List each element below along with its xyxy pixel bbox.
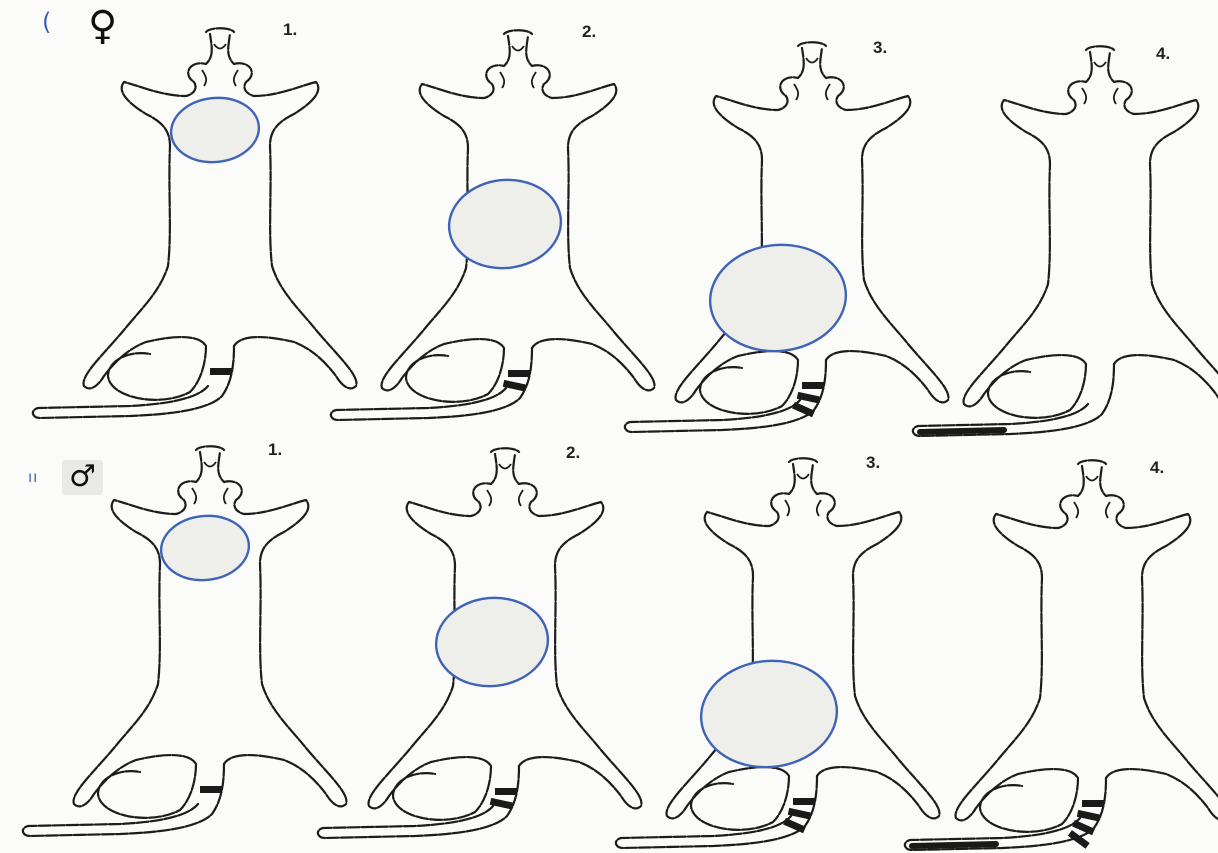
tail-band-mark bbox=[793, 798, 815, 805]
male-mouse-2 bbox=[318, 448, 642, 838]
tail-band-mark bbox=[210, 368, 232, 375]
mouse-tail bbox=[33, 346, 234, 418]
female-symbol: ♀ bbox=[88, 6, 117, 46]
male-symbol: ♂ bbox=[62, 460, 103, 495]
male-panel-1-label: 1. bbox=[268, 440, 282, 460]
female-panel-3-label: 3. bbox=[873, 38, 887, 58]
mouse-outline bbox=[964, 46, 1218, 406]
mouse-face-detail bbox=[1074, 476, 1110, 518]
female-mouse-1 bbox=[33, 28, 357, 418]
tumor-neck bbox=[158, 512, 252, 585]
male-panel-3-label: 3. bbox=[866, 453, 880, 473]
female-panel-4-label: 4. bbox=[1156, 44, 1170, 64]
tumor-abdomen bbox=[432, 592, 553, 691]
tail-band-mark bbox=[200, 786, 222, 793]
female-mouse-3 bbox=[625, 42, 949, 432]
tumor-neck bbox=[168, 94, 262, 167]
mouse-tail bbox=[616, 776, 817, 848]
tail-band-mark bbox=[797, 392, 820, 403]
mouse-outline bbox=[956, 460, 1218, 820]
mouse-face-detail bbox=[487, 464, 523, 506]
tumor-abdomen bbox=[445, 174, 566, 273]
tumor-lower bbox=[696, 654, 842, 774]
male-mouse-4 bbox=[905, 460, 1218, 850]
tail-band-mark bbox=[788, 808, 811, 819]
mouse-face-detail bbox=[1082, 62, 1118, 104]
tail-band-mark bbox=[1082, 800, 1104, 807]
mouse-tail bbox=[913, 364, 1114, 436]
margin-mark-top: ( bbox=[42, 8, 51, 36]
tail-dark-segment bbox=[912, 844, 996, 846]
mouse-face-detail bbox=[202, 44, 238, 86]
mouse-face-detail bbox=[785, 474, 821, 516]
mouse-face-detail bbox=[794, 58, 830, 100]
mouse-outline bbox=[84, 28, 357, 388]
mouse-tail bbox=[318, 766, 519, 838]
male-mouse-3 bbox=[616, 458, 940, 848]
mouse-outline bbox=[74, 446, 347, 806]
mouse-face-detail bbox=[192, 462, 228, 504]
tail-band-mark bbox=[792, 402, 815, 417]
female-panel-1-label: 1. bbox=[283, 20, 297, 40]
mouse-outline bbox=[667, 458, 940, 818]
female-panel-2-label: 2. bbox=[582, 22, 596, 42]
female-mouse-2 bbox=[331, 30, 655, 420]
mouse-tail bbox=[625, 360, 826, 432]
tail-band-mark bbox=[783, 818, 806, 833]
tumor-lower bbox=[705, 238, 851, 358]
mouse-face-detail bbox=[500, 46, 536, 88]
tail-band-mark bbox=[508, 370, 530, 377]
tail-band-mark bbox=[495, 788, 517, 795]
margin-mark-bottom: ıı bbox=[28, 468, 38, 486]
tail-band-mark bbox=[490, 798, 513, 809]
female-mouse-4 bbox=[913, 46, 1218, 436]
tail-band-mark bbox=[1077, 810, 1100, 821]
tail-dark-segment bbox=[920, 430, 1004, 432]
mouse-tail bbox=[23, 764, 224, 836]
tail-band-mark bbox=[503, 380, 526, 391]
mouse-tail bbox=[331, 348, 532, 420]
male-panel-2-label: 2. bbox=[566, 443, 580, 463]
tail-band-mark bbox=[802, 382, 824, 389]
mouse-outline bbox=[676, 42, 949, 402]
male-panel-4-label: 4. bbox=[1150, 458, 1164, 478]
male-mouse-1 bbox=[23, 446, 347, 836]
